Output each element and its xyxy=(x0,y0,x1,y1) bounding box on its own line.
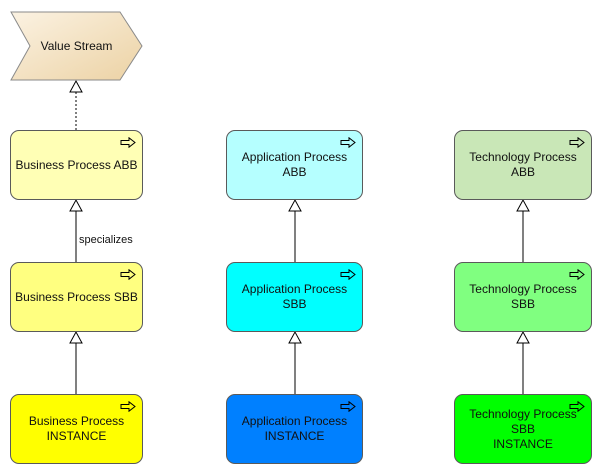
business-process-abb-node[interactable]: Business Process ABB xyxy=(10,130,143,200)
technology-process-sbb-node[interactable]: Technology Process SBB xyxy=(454,262,592,332)
process-arrow-icon xyxy=(340,137,356,148)
node-label: Application Process INSTANCE xyxy=(241,414,348,443)
application-process-abb-node[interactable]: Application Process ABB xyxy=(226,130,363,200)
process-arrow-icon xyxy=(569,269,585,280)
specialization-connector[interactable] xyxy=(69,198,83,262)
node-label: Application Process SBB xyxy=(241,282,348,311)
node-label: Business Process INSTANCE xyxy=(28,414,125,443)
business-process-sbb-node[interactable]: Business Process SBB xyxy=(10,262,143,332)
specialization-connector[interactable] xyxy=(516,198,530,262)
process-arrow-icon xyxy=(120,401,136,412)
process-arrow-icon xyxy=(340,269,356,280)
specialization-connector[interactable] xyxy=(69,330,83,394)
node-label: Technology Process SBB xyxy=(469,282,577,311)
value-stream-node[interactable]: Value Stream xyxy=(10,11,143,81)
value-stream-label: Value Stream xyxy=(40,39,113,53)
node-label: Technology Process SBB INSTANCE xyxy=(469,406,577,451)
value-stream-shape xyxy=(10,11,143,81)
application-process-instance-node[interactable]: Application Process INSTANCE xyxy=(226,394,363,464)
specialization-connector[interactable] xyxy=(288,330,302,394)
node-label: Business Process SBB xyxy=(15,289,138,304)
specialization-connector[interactable] xyxy=(288,198,302,262)
realization-connector[interactable] xyxy=(69,79,83,130)
process-arrow-icon xyxy=(340,401,356,412)
technology-process-abb-node[interactable]: Technology Process ABB xyxy=(454,130,592,200)
process-arrow-icon xyxy=(120,269,136,280)
process-arrow-icon xyxy=(120,137,136,148)
node-label: Technology Process ABB xyxy=(469,150,577,179)
business-process-instance-node[interactable]: Business Process INSTANCE xyxy=(10,394,143,464)
process-arrow-icon xyxy=(569,137,585,148)
specializes-label: specializes xyxy=(79,234,133,246)
node-label: Business Process ABB xyxy=(15,157,138,172)
application-process-sbb-node[interactable]: Application Process SBB xyxy=(226,262,363,332)
technology-process-instance-node[interactable]: Technology Process SBB INSTANCE xyxy=(454,394,592,464)
node-label: Application Process ABB xyxy=(241,150,348,179)
process-arrow-icon xyxy=(569,401,585,412)
specialization-connector[interactable] xyxy=(516,330,530,394)
